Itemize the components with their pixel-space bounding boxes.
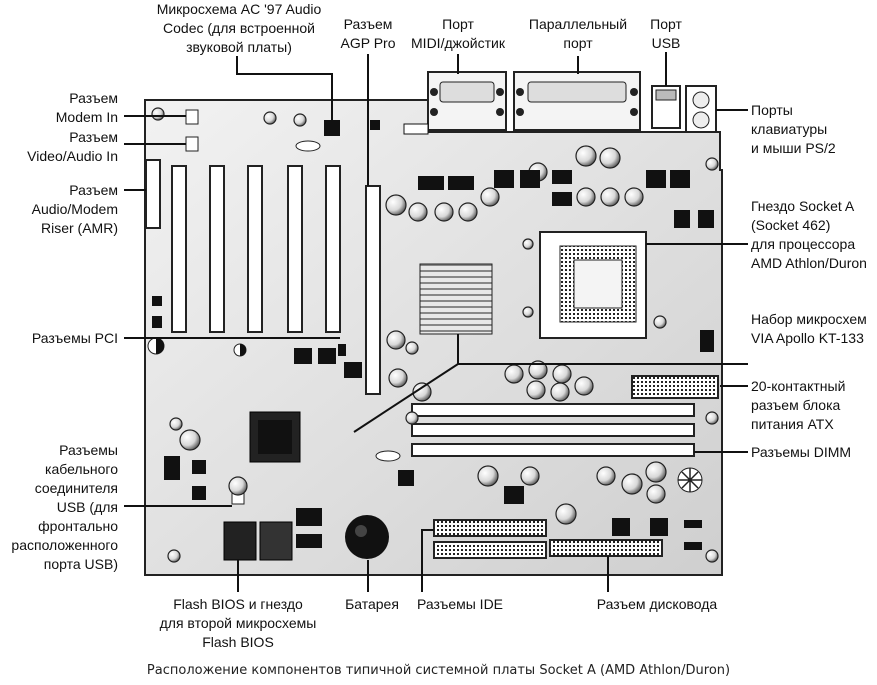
label-ide: Разъемы IDE: [416, 596, 504, 612]
figure-caption: Расположение компонентов типичной систем…: [146, 663, 731, 678]
label-floppy: Разъем дисковода: [596, 596, 718, 612]
atx-power-connector: [631, 375, 719, 399]
agp-pro-slot: [365, 185, 381, 395]
battery: [345, 515, 389, 559]
flash-bios-chip: [223, 521, 257, 561]
dimm-slots: [411, 403, 695, 457]
capacitors: [151, 107, 719, 563]
small-chips: [152, 120, 714, 550]
leader-lines: [124, 52, 748, 592]
flash-bios-socket: [259, 521, 293, 561]
label-dimm: Разъемы DIMM: [751, 444, 852, 460]
ide-connectors: [433, 519, 547, 559]
socket-a: [539, 231, 647, 339]
floppy-connector: [549, 539, 663, 557]
parallel-port: [513, 71, 641, 131]
video-audio-in-header: [185, 136, 199, 152]
label-battery: Батарея: [345, 596, 399, 612]
midi-joystick-port: [427, 71, 507, 131]
ps2-ports: [685, 85, 717, 133]
label-pci-slots: Разъемы PCI: [31, 330, 118, 346]
modem-in-header: [185, 109, 199, 125]
northbridge-heatsink: [419, 263, 493, 335]
pci-slots: [171, 165, 341, 333]
ac97-chip: [324, 120, 340, 136]
amr-slot: [145, 159, 161, 229]
usb-port: [651, 85, 681, 129]
label-socket-a: Гнездо Socket A(Socket 462)для процессор…: [751, 198, 867, 271]
